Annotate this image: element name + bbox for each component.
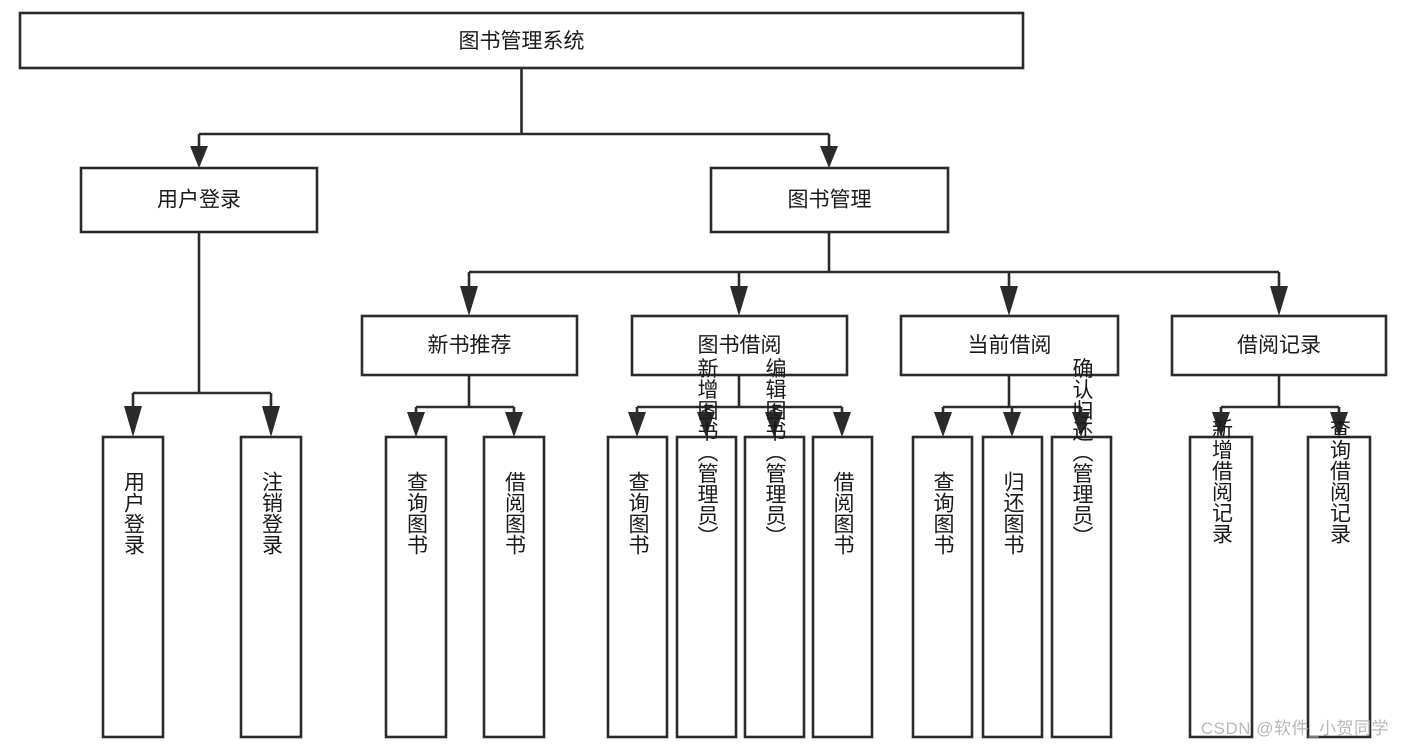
arrow-head-book-mgmt xyxy=(820,146,838,168)
node-leaf-query-book-current-label: 查询图书 xyxy=(931,471,955,555)
node-leaf-add-borrow-record-box[interactable] xyxy=(1188,435,1254,739)
arrow-head-bookborrow-leaf-3 xyxy=(765,412,783,437)
node-leaf-return-book[interactable]: 归还图书 xyxy=(981,435,1044,739)
node-leaf-add-borrow-record-label: 新增借阅记录 xyxy=(1210,418,1234,544)
arrow-head-bookborrow-leaf-1 xyxy=(628,412,646,437)
node-leaf-logout[interactable]: 注销登录 xyxy=(239,435,303,739)
node-leaf-query-borrow-record[interactable]: 查询借阅记录 xyxy=(1306,418,1372,739)
node-book-borrow-label: 图书借阅 xyxy=(698,334,782,357)
node-leaf-query-book-borrow-label: 查询图书 xyxy=(626,471,650,555)
node-leaf-user-login-box[interactable] xyxy=(101,435,165,739)
node-leaf-borrow-book-rec[interactable]: 借阅图书 xyxy=(482,435,546,739)
node-new-book-recommend[interactable]: 新书推荐 xyxy=(360,314,579,377)
arrow-head-user-login xyxy=(190,146,208,168)
node-user-login-label: 用户登录 xyxy=(157,189,241,212)
node-root-box[interactable] xyxy=(18,11,1025,70)
node-book-borrow-box[interactable] xyxy=(630,314,849,377)
arrow-head-currentborrow-leaf-3 xyxy=(1072,412,1090,437)
node-user-login[interactable]: 用户登录 xyxy=(79,166,319,234)
node-leaf-query-book-rec-box[interactable] xyxy=(384,435,448,739)
node-leaf-borrow-book-label: 借阅图书 xyxy=(831,471,855,555)
node-leaf-logout-box[interactable] xyxy=(239,435,303,739)
node-leaf-edit-book-admin[interactable]: 编辑图书（管理员） xyxy=(743,358,806,739)
node-leaf-return-book-box[interactable] xyxy=(981,435,1044,739)
arrow-head-borrowrecord-leaf-1 xyxy=(1212,412,1230,437)
arrow-head-currentborrow-leaf-1 xyxy=(934,412,952,437)
arrow-head-book-borrow xyxy=(730,286,748,316)
node-leaf-query-book-borrow-box[interactable] xyxy=(606,435,669,739)
node-leaf-confirm-return-admin-label: 确认归还（管理员） xyxy=(1070,358,1094,547)
node-current-borrow[interactable]: 当前借阅 xyxy=(899,314,1120,377)
node-leaf-edit-book-admin-label: 编辑图书（管理员） xyxy=(763,358,787,547)
node-borrow-record[interactable]: 借阅记录 xyxy=(1170,314,1388,377)
node-leaf-add-book-admin-box[interactable] xyxy=(675,435,738,739)
node-leaf-query-book-rec[interactable]: 查询图书 xyxy=(384,435,448,739)
node-leaf-user-login[interactable]: 用户登录 xyxy=(101,435,165,739)
node-book-management[interactable]: 图书管理 xyxy=(709,166,950,234)
arrow-head-currentborrow-leaf-2 xyxy=(1003,412,1021,437)
arrow-head-bookborrow-leaf-4 xyxy=(833,412,851,437)
arrow-head-bookborrow-leaf-2 xyxy=(697,412,715,437)
node-current-borrow-label: 当前借阅 xyxy=(968,334,1052,357)
node-leaf-add-book-admin[interactable]: 新增图书（管理员） xyxy=(675,358,738,739)
node-leaf-query-book-rec-label: 查询图书 xyxy=(405,471,429,555)
node-leaf-logout-label: 注销登录 xyxy=(260,471,284,555)
node-root-system[interactable]: 图书管理系统 xyxy=(18,11,1025,70)
arrow-head-borrow-record xyxy=(1270,286,1288,316)
node-leaf-add-book-admin-label: 新增图书（管理员） xyxy=(695,358,719,547)
node-leaf-query-borrow-record-box[interactable] xyxy=(1306,435,1372,739)
node-book-management-label: 图书管理 xyxy=(788,189,872,212)
arrow-head-borrowrecord-leaf-2 xyxy=(1330,412,1348,437)
arrow-head-leaf-logout xyxy=(262,406,280,437)
node-leaf-query-book-borrow[interactable]: 查询图书 xyxy=(606,435,669,739)
node-leaf-user-login-label: 用户登录 xyxy=(122,471,146,555)
node-current-borrow-box[interactable] xyxy=(899,314,1120,377)
node-new-book-recommend-label: 新书推荐 xyxy=(428,334,512,357)
node-new-book-recommend-box[interactable] xyxy=(360,314,579,377)
node-user-login-box[interactable] xyxy=(79,166,319,234)
node-book-management-box[interactable] xyxy=(709,166,950,234)
node-book-borrow[interactable]: 图书借阅 xyxy=(630,314,849,377)
arrow-head-newbook-leaf-2 xyxy=(505,412,523,437)
arrow-head-new-book-rec xyxy=(460,286,478,316)
node-leaf-borrow-book-rec-label: 借阅图书 xyxy=(503,471,527,555)
node-leaf-edit-book-admin-box[interactable] xyxy=(743,435,806,739)
node-leaf-confirm-return-admin[interactable]: 确认归还（管理员） xyxy=(1050,358,1113,739)
node-leaf-confirm-return-admin-box[interactable] xyxy=(1050,435,1113,739)
node-leaf-query-book-current[interactable]: 查询图书 xyxy=(911,435,974,739)
arrow-head-current-borrow xyxy=(1000,286,1018,316)
node-leaf-borrow-book[interactable]: 借阅图书 xyxy=(811,435,874,739)
node-leaf-borrow-book-box[interactable] xyxy=(811,435,874,739)
node-borrow-record-box[interactable] xyxy=(1170,314,1388,377)
connector-layer xyxy=(124,68,1348,437)
node-leaf-add-borrow-record[interactable]: 新增借阅记录 xyxy=(1188,418,1254,739)
node-leaf-query-book-current-box[interactable] xyxy=(911,435,974,739)
node-leaf-query-borrow-record-label: 查询借阅记录 xyxy=(1328,418,1352,544)
node-leaf-borrow-book-rec-box[interactable] xyxy=(482,435,546,739)
arrow-head-newbook-leaf-1 xyxy=(407,412,425,437)
node-root-label: 图书管理系统 xyxy=(459,30,585,53)
node-leaf-return-book-label: 归还图书 xyxy=(1001,471,1025,555)
node-borrow-record-label: 借阅记录 xyxy=(1237,334,1321,357)
arrow-head-leaf-user-login xyxy=(124,406,142,437)
